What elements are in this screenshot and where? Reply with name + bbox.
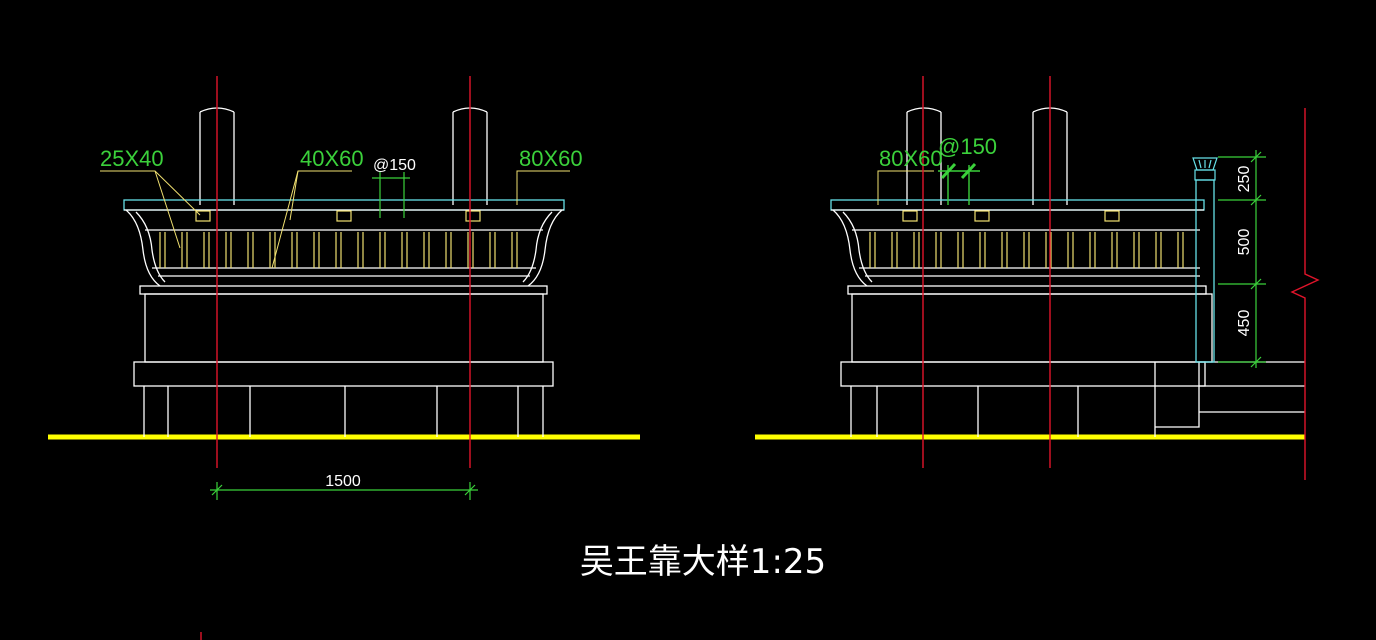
dimension-450: 450	[1236, 310, 1253, 337]
seat-body-left	[144, 293, 544, 363]
dimension-250: 250	[1236, 166, 1253, 193]
spacing-ticks-right	[938, 162, 980, 205]
spacing-ticks-left	[372, 172, 410, 218]
label-80x60-right: 80X60	[879, 146, 943, 171]
wall-break-line	[1290, 108, 1320, 480]
label-40x60: 40X60	[300, 146, 364, 171]
height-dimensions	[1218, 150, 1266, 368]
seat-left	[139, 285, 548, 295]
base-plank-right	[840, 361, 1206, 387]
post-right-1	[906, 107, 942, 205]
balusters-left	[159, 210, 518, 268]
label-spacing-left: @150	[373, 157, 416, 174]
finial-ornament	[1192, 157, 1218, 181]
leaders-right	[877, 170, 934, 205]
leaders-left	[100, 170, 570, 269]
label-spacing-right: @150	[938, 134, 997, 159]
top-rail-right	[830, 199, 1205, 211]
label-25x40: 25X40	[100, 146, 164, 171]
left-elevation	[48, 107, 640, 440]
dimension-1500	[210, 482, 478, 500]
label-80x60-left: 80X60	[519, 146, 583, 171]
curved-end-right	[832, 209, 873, 287]
curved-end-left-1	[125, 209, 166, 287]
seat-body-right	[851, 293, 1213, 363]
base-plank-left	[133, 361, 554, 387]
balusters-right	[869, 210, 1184, 268]
seat-right	[847, 285, 1207, 295]
drawing-title: 吴王靠大样1:25	[580, 542, 826, 582]
curved-end-left-2	[522, 209, 563, 287]
dimension-500: 500	[1236, 229, 1253, 256]
side-column	[1195, 179, 1215, 363]
dimension-1500-text: 1500	[325, 473, 361, 490]
